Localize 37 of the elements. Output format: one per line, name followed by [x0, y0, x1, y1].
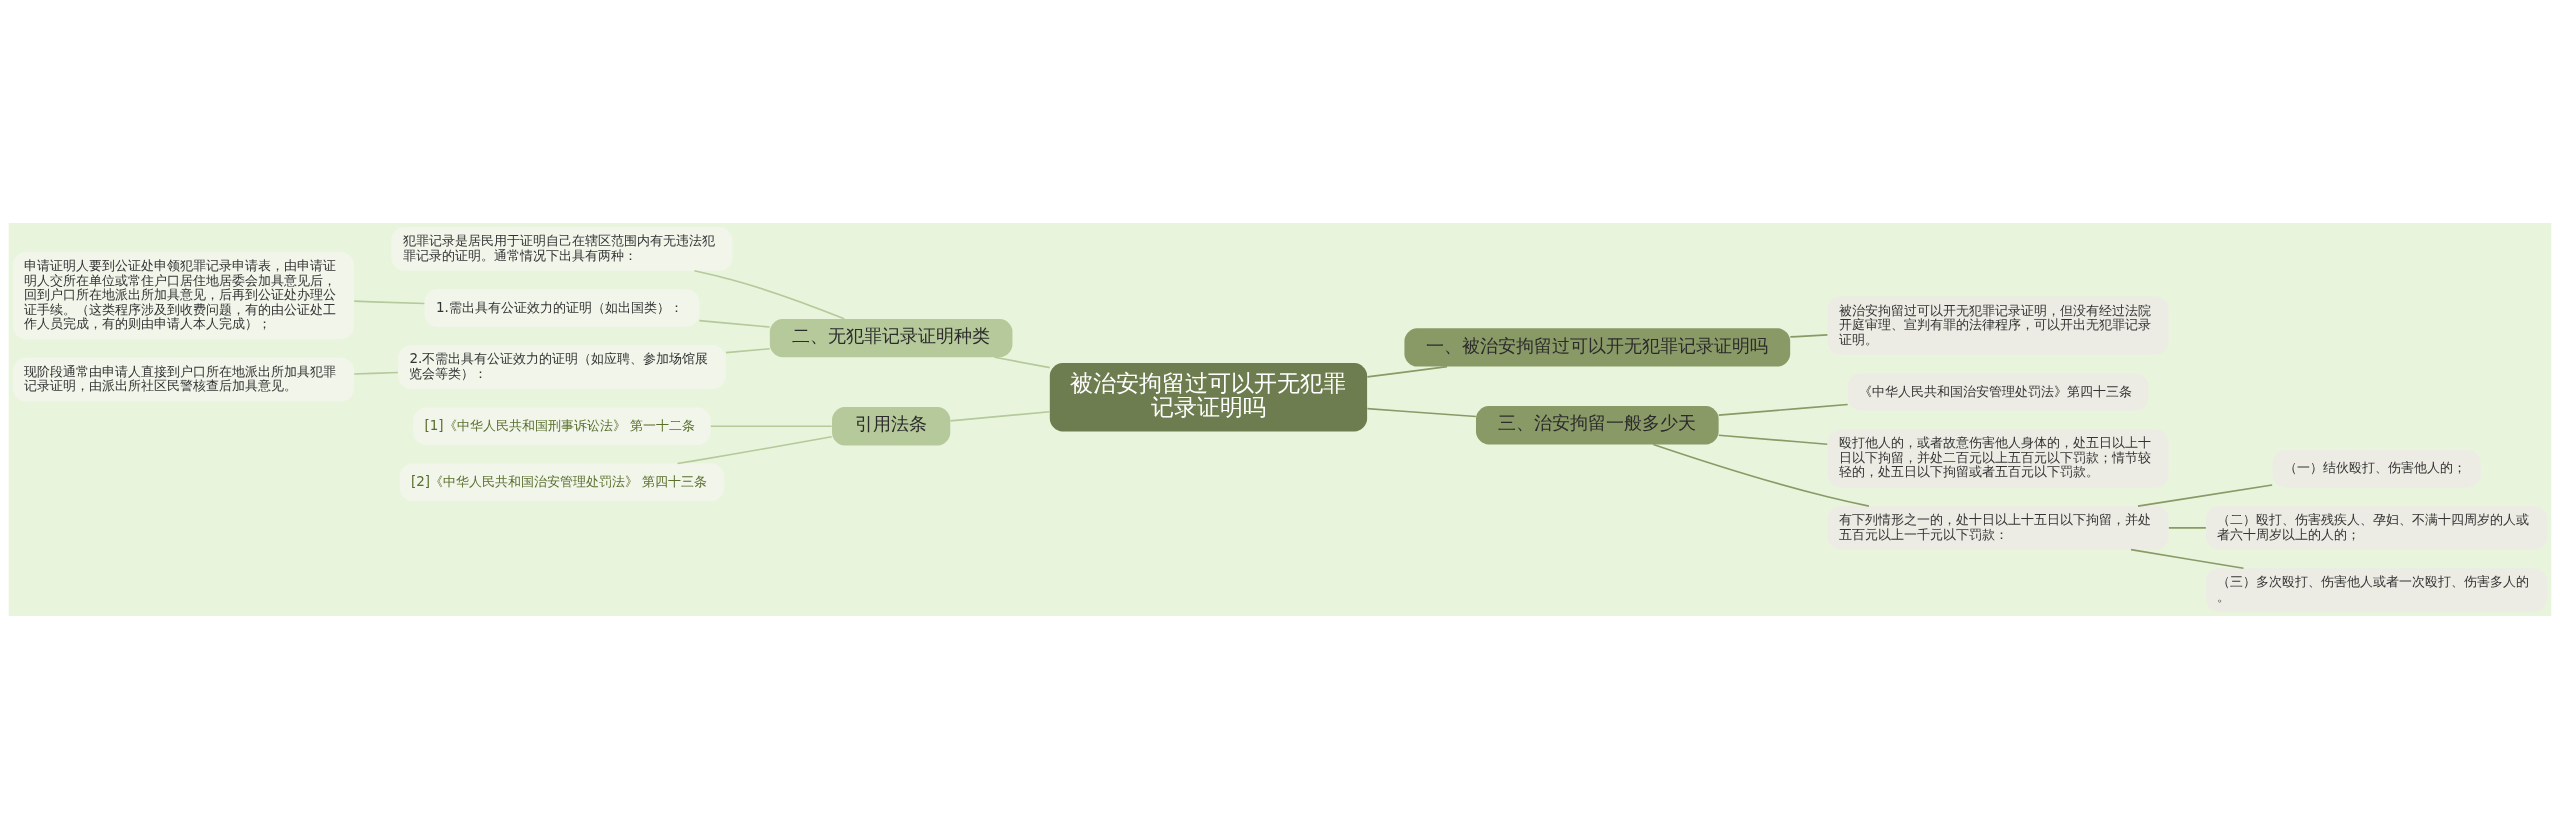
node-box: 二、无犯罪记录证明种类 — [769, 318, 1013, 358]
connector — [693, 269, 846, 320]
node-box: 被治安拘留过可以开无犯罪记录证明吗 — [1049, 363, 1368, 432]
node-box: 引用法条 — [832, 407, 951, 446]
node-box: 《中华人民共和国治安管理处罚法》第四十三条 — [1847, 373, 2149, 411]
node-box: 申请证明人要到公证处申领犯罪记录申请表，由申请证明人交所在单位或常住户口居住地居委会加具意见后，回到户口所在地派出所加具意见，后再到公证处办理公证手续。（这类程序涉及到收费问题，有的由公证处工作人员完成，有的则由申请人本人完成）； — [12, 252, 354, 340]
connector — [1717, 403, 1849, 416]
connector — [1652, 443, 1870, 507]
connector — [1366, 407, 1477, 418]
node-box: （三）多次殴打、伤害他人或者一次殴打、伤害多人的。 — [2206, 568, 2548, 612]
node-box: 殴打他人的，或者故意伤害他人身体的，处五日以上十日以下拘留，并处二百元以上五百元以下罚款；情节较轻的，处五日以下拘留或者五百元以下罚款。 — [1827, 429, 2169, 488]
connector — [1366, 365, 1448, 378]
node-box: 1.需出具有公证效力的证明（如出国类）： — [424, 289, 700, 327]
connector — [353, 300, 426, 305]
node-box: （一）结伙殴打、伤害他人的； — [2272, 450, 2481, 488]
node-box: 一、被治安拘留过可以开无犯罪记录证明吗 — [1404, 328, 1791, 367]
connector — [1717, 434, 1829, 446]
node-box: 2.不需出具有公证效力的证明（如应聘、参加场馆展览会等类）： — [398, 345, 726, 389]
connector — [698, 319, 771, 328]
node-box: 犯罪记录是居民用于证明自己在辖区范围内有无违法犯罪记录的证明。通常情况下出具有两种： — [391, 227, 733, 271]
connector — [2168, 527, 2207, 529]
connector — [949, 410, 1051, 422]
connector — [2137, 484, 2273, 507]
connector — [353, 371, 399, 375]
connector — [676, 435, 833, 465]
node-box: 现阶段通常由申请人直接到户口所在地派出所加具犯罪记录证明，由派出所社区民警核查后加具意见。 — [12, 357, 354, 402]
connector — [1789, 334, 1829, 338]
connector — [709, 425, 833, 428]
node-box: [1]《中华人民共和国刑事诉讼法》 第一十二条 — [413, 407, 711, 445]
node-box: [2]《中华人民共和国治安管理处罚法》 第四十三条 — [399, 463, 725, 501]
node-box: 有下列情形之一的，处十日以上十五日以下拘留，并处五百元以上一千元以下罚款： — [1827, 506, 2169, 550]
node-box: 被治安拘留过可以开无犯罪记录证明，但没有经过法院开庭审理、宣判有罪的法律程序，可以开出无犯罪记录证明。 — [1827, 296, 2169, 355]
connector — [2130, 548, 2245, 570]
connector — [725, 347, 771, 354]
node-box: 三、治安拘留一般多少天 — [1476, 406, 1719, 445]
node-box: （二）殴打、伤害残疾人、孕妇、不满十四周岁的人或者六十周岁以上的人的； — [2206, 506, 2548, 550]
connector — [993, 356, 1051, 369]
